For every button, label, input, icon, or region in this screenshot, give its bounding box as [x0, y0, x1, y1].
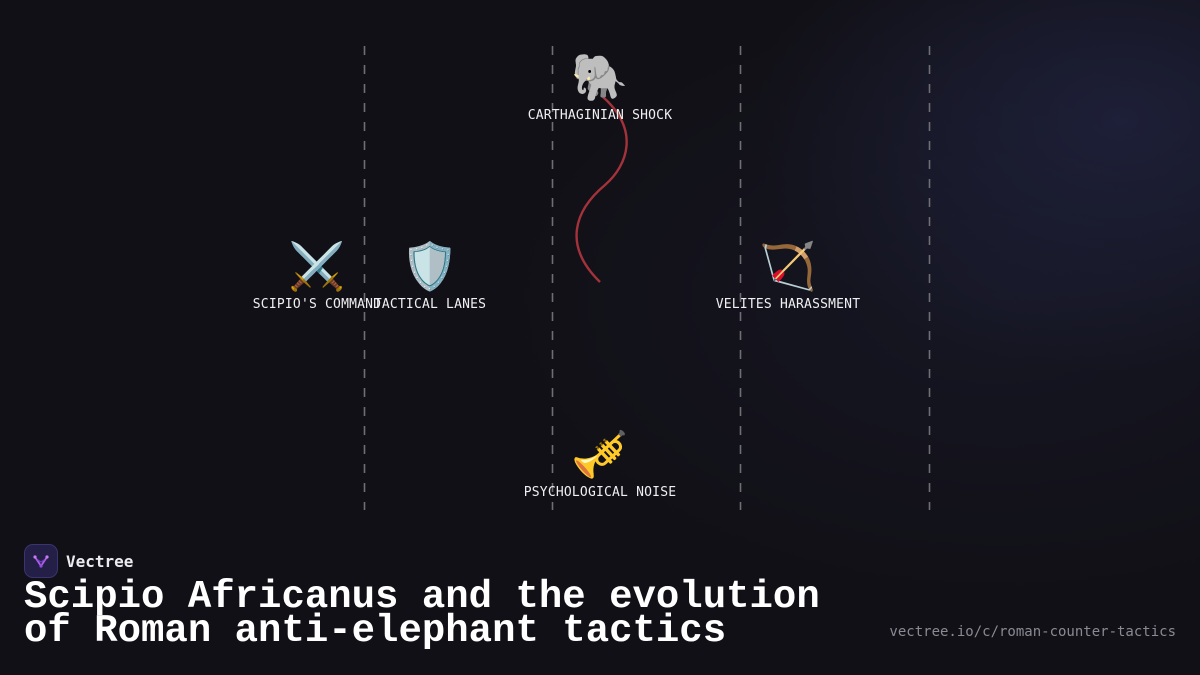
brand-name: Vectree: [66, 551, 134, 571]
node-scipios-command: ⚔️ SCIPIO'S COMMAND: [207, 237, 427, 312]
node-label: VELITES HARASSMENT: [715, 297, 861, 312]
elephant-charge-path: [575, 96, 628, 283]
source-url: vectree.io/c/roman-counter-tactics: [889, 624, 1176, 640]
node-carthaginian-shock: 🐘 CARTHAGINIAN SHOCK: [490, 48, 710, 123]
tactics-diagram: [363, 46, 931, 510]
bow-and-arrow-icon: 🏹: [759, 239, 817, 293]
node-velites-harassment: 🏹 VELITES HARASSMENT: [678, 237, 898, 312]
node-label: TACTICAL LANES: [373, 297, 487, 312]
node-label: PSYCHOLOGICAL NOISE: [523, 485, 677, 500]
elephant-icon: 🐘: [571, 50, 629, 104]
page-title: Scipio Africanus and the evolution of Ro…: [24, 575, 820, 653]
shield-icon: 🛡️: [401, 239, 459, 293]
node-tactical-lanes: 🛡️ TACTICAL LANES: [320, 237, 540, 312]
vectree-logo-icon: [24, 544, 58, 578]
trumpet-icon: 🎺: [571, 427, 629, 481]
node-label: CARTHAGINIAN SHOCK: [527, 108, 673, 123]
brand: Vectree: [24, 544, 133, 578]
node-psychological-noise: 🎺 PSYCHOLOGICAL NOISE: [490, 425, 710, 500]
node-label: SCIPIO'S COMMAND: [252, 297, 382, 312]
crossed-swords-icon: ⚔️: [288, 239, 346, 293]
